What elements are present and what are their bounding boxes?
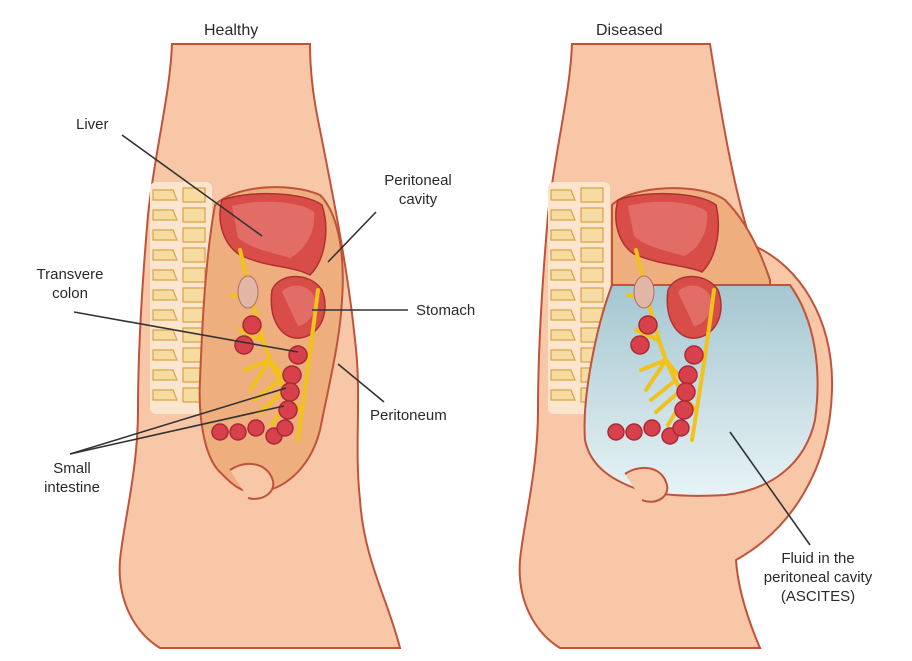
healthy-pelvic-fold (229, 462, 275, 500)
label-small-intestine-line-1: Small (53, 460, 91, 477)
label-transverse-colon-line-1: Transvere (36, 266, 104, 283)
diseased-pelvic-fold (624, 466, 669, 503)
healthy-body (118, 43, 402, 649)
label-ascites-line-1: Fluid in the (781, 550, 855, 567)
leader-small-intestine-2 (69, 405, 285, 455)
label-small-intestine: Small intestine (30, 459, 114, 497)
leader-peritoneum (337, 363, 385, 403)
label-stomach: Stomach (416, 302, 476, 319)
label-liver: Liver (76, 116, 109, 133)
leader-small-intestine-1 (69, 387, 287, 455)
label-peritoneum: Peritoneum (370, 407, 447, 424)
label-transverse-colon-line-2: colon (52, 285, 88, 302)
label-peritoneal-cavity: Peritoneal cavity (368, 171, 468, 209)
diseased-body (518, 43, 834, 649)
healthy-spine (150, 182, 212, 414)
leader-ascites (729, 431, 811, 546)
label-ascites-line-2: peritoneal cavity (763, 569, 873, 586)
label-ascites-line-3: (ASCITES) (780, 588, 856, 605)
diseased-small-intestine (607, 315, 704, 445)
leader-transverse-colon (73, 311, 299, 353)
diseased-gallbladder (633, 275, 655, 309)
leader-liver (121, 134, 263, 237)
label-ascites: Fluid in the peritoneal cavity (ASCITES) (748, 549, 888, 606)
label-peritoneal-cavity-line-2: cavity (398, 191, 438, 208)
healthy-title: Healthy (204, 22, 259, 39)
healthy-small-intestine (211, 315, 308, 445)
healthy-gallbladder (237, 275, 259, 309)
diseased-title: Diseased (596, 22, 663, 39)
label-small-intestine-line-2: intestine (44, 479, 100, 496)
label-peritoneal-cavity-line-1: Peritoneal (384, 172, 452, 189)
leader-lines (69, 134, 811, 546)
label-transverse-colon: Transvere colon (22, 265, 118, 303)
leader-peritoneal-cavity (327, 211, 377, 263)
